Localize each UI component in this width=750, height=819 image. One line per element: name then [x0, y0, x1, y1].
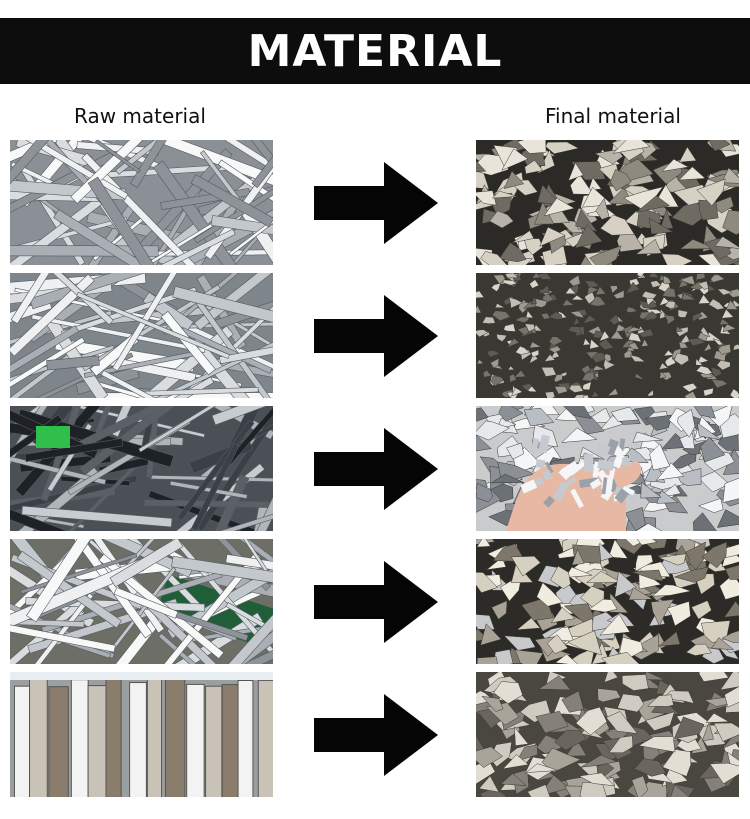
right-arrow-icon	[314, 694, 438, 776]
shredded-aluminum-in-hand-photo	[476, 406, 739, 531]
comparison-row	[0, 273, 750, 398]
right-arrow-icon	[314, 428, 438, 510]
right-arrow-icon	[314, 295, 438, 377]
aluminum-extrusion-scrap-pile-photo	[10, 273, 273, 398]
right-arrow-icon	[314, 162, 438, 244]
final-material-label: Final material	[545, 104, 681, 128]
raw-material-label: Raw material	[74, 104, 206, 128]
comparison-row	[0, 406, 750, 531]
title-banner: MATERIAL	[0, 18, 750, 84]
aluminum-profile-scrap-photo	[10, 140, 273, 265]
window-frame-scrap-pile-photo	[10, 539, 273, 664]
coarse-shredded-aluminum-photo	[476, 672, 739, 797]
shredded-window-frame-metal-photo	[476, 539, 739, 664]
stacked-window-frames-photo	[10, 672, 273, 797]
comparison-row	[0, 140, 750, 265]
comparison-row	[0, 672, 750, 797]
shredded-aluminum-chips-photo	[476, 140, 739, 265]
comparison-row	[0, 539, 750, 664]
page-title: MATERIAL	[247, 25, 503, 77]
fine-shredded-metal-photo	[476, 273, 739, 398]
aluminum-rod-bundle-scrap-photo	[10, 406, 273, 531]
right-arrow-icon	[314, 561, 438, 643]
